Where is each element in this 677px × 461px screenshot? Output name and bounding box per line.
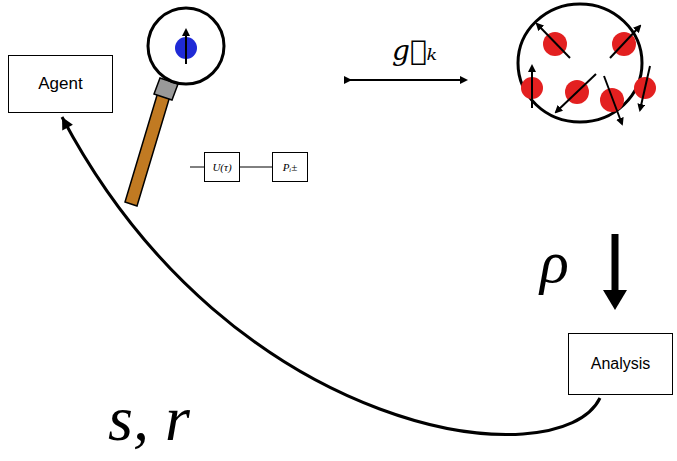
circuit-wire [190,167,204,168]
output-arrowhead [603,290,627,310]
arrowhead [62,117,73,130]
unitary-box: U(τ) [204,152,240,182]
density-matrix-label: ρ [540,228,569,297]
node-text: Agent [38,74,82,94]
bath-spins [521,32,656,112]
magnifier-handle [125,92,170,206]
projector-box: Pᵢ± [272,152,308,182]
node-text: Pᵢ± [283,161,298,173]
agent-box: Agent [8,55,113,113]
magnifier-lens [148,8,224,84]
probe-spin-arrow [185,30,187,64]
coupling-arrow [350,79,466,81]
output-arrow [612,234,619,296]
spin-bath [518,4,642,122]
coupling-label: g⃗ₖ [392,34,437,67]
node-text: U(τ) [212,161,231,173]
connector-line [240,167,272,168]
edge-label: s, r [108,382,190,456]
bath-spin-arrows [532,24,650,124]
connector [240,167,272,168]
analysis-box: Analysis [568,333,673,395]
node-text: Analysis [591,355,651,373]
